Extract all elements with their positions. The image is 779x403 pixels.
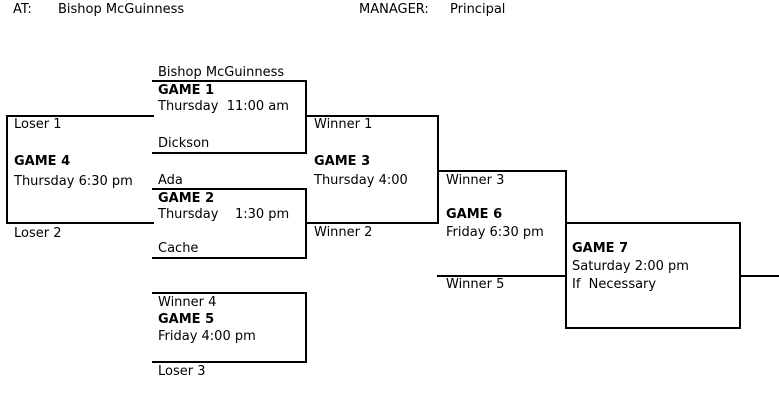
- game5-bottom-line: [152, 361, 307, 363]
- game7-top-line: [565, 222, 741, 224]
- game5-title: GAME 5: [158, 312, 215, 327]
- game2-bottom-line: [152, 257, 307, 259]
- game6-top-line: [437, 170, 567, 172]
- game5-top-slot: Winner 4: [158, 295, 217, 310]
- game4-top-line: [6, 115, 154, 117]
- game1-title: GAME 1: [158, 83, 215, 98]
- manager-name: Principal: [450, 2, 506, 17]
- game5-time: Friday 4:00 pm: [158, 329, 256, 344]
- game5-right-line: [305, 292, 307, 362]
- game7-left-line: [565, 275, 567, 328]
- manager-label: MANAGER:: [359, 2, 429, 17]
- game4-time: Thursday 6:30 pm: [14, 174, 133, 189]
- game3-bottom-line: [305, 222, 439, 224]
- game4-bottom-line: [6, 222, 154, 224]
- game1-bottom-line: [152, 152, 307, 154]
- game1-team-bottom: Dickson: [158, 136, 210, 151]
- game1-time: Thursday 11:00 am: [158, 99, 289, 114]
- game1-top-line: [152, 80, 307, 82]
- game2-time: Thursday 1:30 pm: [158, 207, 290, 222]
- game6-time: Friday 6:30 pm: [446, 225, 544, 240]
- champion-line: [739, 275, 779, 277]
- game3-bottom-slot: Winner 2: [314, 225, 373, 240]
- game2-team-bottom: Cache: [158, 241, 199, 256]
- game7-note: If Necessary: [572, 277, 657, 292]
- game3-top-slot: Winner 1: [314, 117, 373, 132]
- game6-top-slot: Winner 3: [446, 173, 505, 188]
- game7-time: Saturday 2:00 pm: [572, 259, 689, 274]
- game6-bottom-line: [437, 275, 567, 277]
- game3-top-line: [305, 115, 439, 117]
- game6-title: GAME 6: [446, 207, 503, 222]
- game7-bottom-line: [565, 327, 741, 329]
- game5-bottom-slot: Loser 3: [158, 364, 206, 379]
- game7-title: GAME 7: [572, 241, 629, 256]
- game1-team-top: Bishop McGuinness: [158, 65, 285, 80]
- game6-bottom-slot: Winner 5: [446, 277, 505, 292]
- at-label: AT:: [13, 2, 32, 17]
- game4-title: GAME 4: [14, 154, 71, 169]
- game5-top-line: [152, 292, 307, 294]
- location-name: Bishop McGuinness: [58, 2, 185, 17]
- game3-right-line: [437, 115, 439, 223]
- game2-top-line: [152, 188, 307, 190]
- game2-team-top: Ada: [158, 173, 183, 188]
- game2-title: GAME 2: [158, 191, 215, 206]
- game4-bottom-slot: Loser 2: [14, 226, 62, 241]
- game3-time: Thursday 4:00: [314, 173, 408, 188]
- game4-left-line: [6, 115, 8, 223]
- game4-top-slot: Loser 1: [14, 117, 62, 132]
- game3-title: GAME 3: [314, 154, 371, 169]
